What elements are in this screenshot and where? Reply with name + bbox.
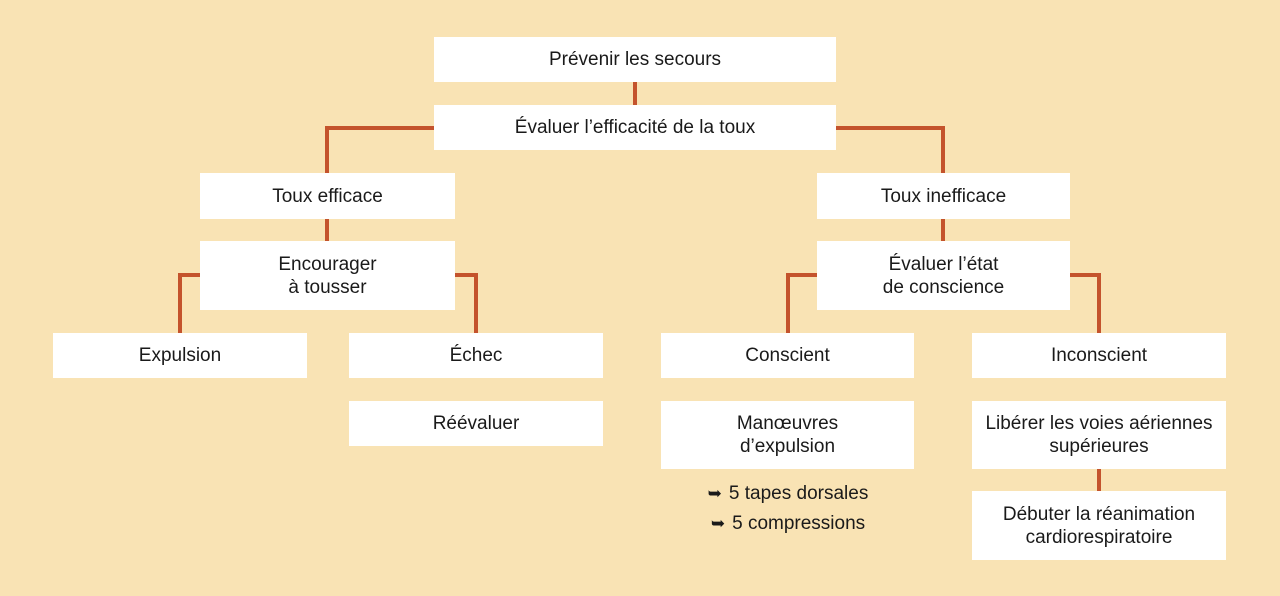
connector-line (178, 273, 182, 333)
note-item: 5 tapes dorsales (661, 479, 915, 509)
connector-line (1097, 273, 1101, 333)
box-label: Débuter la réanimation cardiorespiratoir… (1002, 503, 1196, 548)
connector-line (836, 126, 945, 130)
expulsion-steps: 5 tapes dorsales 5 compressions (661, 479, 915, 539)
box-echec: Échec (349, 333, 603, 378)
box-evaluer-conscience: Évaluer l’état de conscience (817, 241, 1070, 310)
connector-line (633, 82, 637, 105)
note-text: 5 compressions (732, 513, 866, 534)
box-conscient: Conscient (661, 333, 914, 378)
curved-arrow-icon (708, 479, 722, 509)
connector-line (474, 273, 478, 333)
box-label: Inconscient (1050, 345, 1148, 366)
box-expulsion: Expulsion (53, 333, 307, 378)
box-label: Prévenir les secours (548, 49, 722, 70)
box-encourager-tousser: Encourager à tousser (200, 241, 455, 310)
connector-line (786, 273, 790, 333)
box-label: Évaluer l’efficacité de la toux (514, 117, 756, 138)
connector-line (325, 126, 329, 173)
box-liberer-voies-aeriennes: Libérer les voies aériennes supérieures (972, 401, 1226, 469)
box-prevenir-secours: Prévenir les secours (434, 37, 836, 82)
connector-line (1097, 469, 1101, 491)
box-toux-efficace: Toux efficace (200, 173, 455, 219)
connector-line (786, 273, 817, 277)
box-label: Toux efficace (272, 185, 383, 207)
curved-arrow-icon (711, 509, 725, 539)
box-label: Toux inefficace (880, 185, 1007, 207)
connector-line (941, 126, 945, 173)
box-debuter-reanimation: Débuter la réanimation cardiorespiratoir… (972, 491, 1226, 560)
box-label: Libérer les voies aériennes supérieures (985, 413, 1213, 457)
box-evaluer-toux: Évaluer l’efficacité de la toux (434, 105, 836, 150)
box-label: Évaluer l’état de conscience (882, 253, 1005, 298)
box-manoeuvres-expulsion: Manœuvres d’expulsion (661, 401, 914, 469)
box-label: Réévaluer (432, 413, 520, 434)
connector-line (178, 273, 200, 277)
box-label: Conscient (745, 345, 830, 366)
connector-line (455, 273, 478, 277)
box-label: Expulsion (138, 345, 222, 366)
note-text: 5 tapes dorsales (728, 483, 869, 504)
box-label: Encourager à tousser (278, 253, 377, 298)
box-label: Échec (449, 345, 503, 366)
note-item: 5 compressions (661, 509, 915, 539)
box-label: Manœuvres d’expulsion (736, 413, 839, 457)
connector-line (325, 219, 329, 241)
box-toux-inefficace: Toux inefficace (817, 173, 1070, 219)
connector-line (941, 219, 945, 241)
box-reevaluer: Réévaluer (349, 401, 603, 446)
box-inconscient: Inconscient (972, 333, 1226, 378)
connector-line (1070, 273, 1101, 277)
connector-line (325, 126, 434, 130)
